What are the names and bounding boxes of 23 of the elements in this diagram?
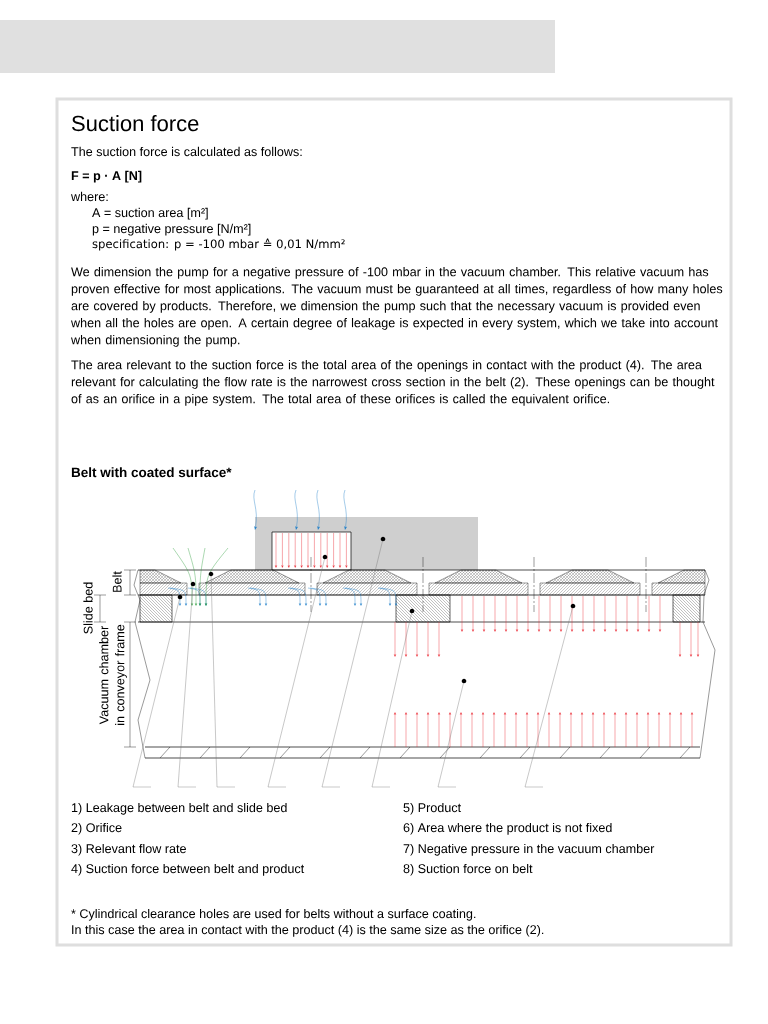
text-line: p = negative pressure [N/m²]: [92, 223, 251, 236]
dimension-label: Belt: [112, 571, 122, 592]
text-line: 6) Area where the product is not fixed: [403, 822, 612, 835]
dimension-label: Slide bed: [83, 582, 93, 634]
text-line: 1) Leakage between belt and slide bed: [71, 802, 287, 815]
text-line: 3) Relevant flow rate: [71, 843, 186, 856]
formula-text: F = p · A [N]: [71, 170, 142, 183]
text-line: specification: p = -100 mbar ≙ 0,01 N/mm²: [92, 238, 345, 251]
text-line: 8) Suction force on belt: [403, 863, 533, 876]
title: Suction force: [72, 115, 199, 132]
paragraph: We dimension the pump for a negative pressure of -100 mbar in the vacuum chamber. This relative vacuum has proven effective for most applications. The vacuum must be guaranteed at all times, regardless of how many holes are covered by products. Therefore, we dimension the pump such that the necessary vacuum is provided even when all the holes are open. A certain degree of leakage is expected in every system, which we take into account when dimensioning the pump.: [71, 267, 723, 347]
text-line: A = suction area [m²]: [92, 207, 208, 220]
text-line: where:: [71, 191, 108, 202]
text-line: 5) Product: [403, 802, 461, 815]
text-line: In this case the area in contact with the product (4) is the same size as the orifice (2).: [72, 924, 544, 937]
text-line: 7) Negative pressure in the vacuum chamber: [403, 843, 655, 856]
text-line: 2) Orifice: [71, 822, 122, 835]
text-line: * Cylindrical clearance holes are used for belts without a surface coating.: [71, 908, 476, 921]
section-heading: Belt with coated surface*: [71, 467, 232, 478]
text-line: 4) Suction force between belt and product: [71, 863, 305, 876]
dimension-label: Vacuum chamber in conveyor frame: [99, 624, 127, 725]
text-line: The suction force is calculated as follows:: [71, 146, 302, 157]
paragraph: The area relevant to the suction force is the total area of the openings in contact with the product (4). The area relevant for calculating the flow rate is the narrowest cross section in the belt (2). These openings can be thought of as an orifice in a pipe system. The total area of these orifices is called the equivalent orifice.: [71, 360, 715, 406]
